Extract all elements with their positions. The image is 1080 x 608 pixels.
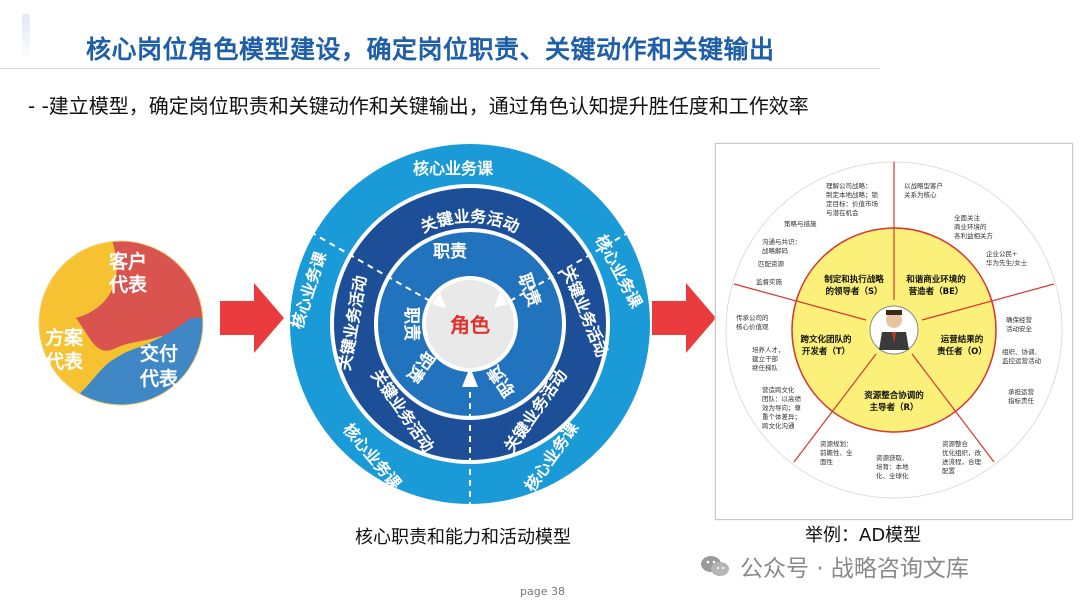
ad-builder-line2: 营造者（BE） (909, 286, 964, 297)
ad-model-caption: 举例：AD模型 (805, 525, 922, 546)
note-talent-3: 继任梯队 (752, 363, 779, 372)
note-values-1: 传承公司的 (736, 313, 769, 322)
note-citizen-2: 华为先生/女士 (986, 258, 1028, 267)
solution-label-2: 代表 (44, 350, 84, 373)
ad-leader-line2: 的领导者（S） (825, 286, 882, 297)
note-citizen-1: 企业公民+ (986, 249, 1017, 258)
note-indicators-2: 指标责任 (1008, 396, 1035, 405)
ad-model-panel: 制定和执行战略 的领导者（S） 和谐商业环境的 营造者（BE） 跨文化团队的 开… (715, 143, 1073, 520)
manager-avatar (869, 305, 919, 355)
flow-arrow-1 (220, 283, 284, 353)
note-safety-2: 活动安全 (1006, 324, 1033, 333)
ad-integrator-line1: 资源整合协调的 (864, 390, 924, 401)
note-customer-1: 以战略型客户 (904, 181, 943, 190)
title-divider (0, 68, 880, 69)
delivery-label-1: 交付 (140, 342, 178, 365)
note-strategy-3: 定目标：价值市场 (826, 199, 879, 208)
note-supervise: 监督实施 (756, 277, 783, 286)
note-acquisition-3: 化、全球化 (876, 471, 909, 480)
note-talent-1: 培养人才， (752, 345, 785, 354)
course-label-top: 核心业务课 (413, 159, 494, 178)
wechat-watermark: 公众号 · 战略咨询文库 (700, 549, 969, 583)
note-resources: 匹配资源 (758, 259, 785, 268)
duty-label-left: 职责 (401, 307, 421, 341)
note-planning-3: 面性 (820, 457, 834, 466)
note-strategy-2: 制定本地战略；锁 (826, 190, 879, 199)
role-model-circle: 角色 职责 职责 职责 职责 职责 关键业务活动 关键业务活动 关键业务活动 关… (288, 144, 650, 504)
ad-owner-line2: 责任者（O） (937, 346, 987, 357)
customer-label-2: 代表 (108, 273, 148, 296)
note-acquisition-2: 培育：本地 (876, 462, 909, 471)
note-values-2: 核心价值观 (736, 322, 769, 331)
note-integration-4: 配置 (942, 467, 956, 475)
note-planning-2: 前瞻性、全 (820, 448, 853, 457)
note-integration-2: 优化组织，改 (942, 448, 982, 457)
ad-developer-line1: 跨文化团队的 (800, 334, 852, 345)
note-indicators-1: 承担运营 (1008, 387, 1035, 396)
delivery-label-2: 代表 (139, 367, 179, 390)
flow-arrow-2 (652, 283, 716, 353)
ad-leader-line1: 制定和执行战略 (824, 274, 884, 285)
note-team-3: 效为导向；尊 (762, 403, 802, 412)
note-integration-1: 资源整合 (942, 439, 969, 448)
page-title: 核心岗位角色模型建设，确定岗位职责、关键动作和关键输出 (86, 35, 775, 64)
title-accent-bar (22, 14, 30, 60)
note-team-1: 营造跨文化 (762, 385, 795, 394)
note-operations-1: 组织、协调、 (1002, 347, 1041, 356)
role-model-caption: 核心职责和能力和活动模型 (355, 527, 571, 548)
note-strategy-1: 理解公司战略： (826, 181, 872, 190)
note-talent-2: 建立干部 (752, 354, 779, 363)
note-integration-3: 进流程，合理 (942, 457, 982, 466)
ad-integrator-line2: 主导者（R） (869, 402, 918, 413)
three-role-figure: 客户 代表 方案 代表 交付 代表 (38, 240, 204, 406)
page-subtitle: - -建立模型，确定岗位职责和关键动作和关键输出，通过角色认知提升胜任度和工作效… (28, 94, 809, 118)
center-role-label: 角色 (450, 313, 490, 337)
note-team-2: 团队：以高绩 (762, 394, 802, 403)
note-environment-1: 全面关注 (954, 213, 981, 222)
ad-owner-line1: 运营结果的 (941, 334, 984, 345)
note-strategy-4: 与潜在机会 (826, 208, 859, 217)
page-number: page 38 (520, 585, 565, 598)
duty-label-top: 职责 (433, 242, 467, 262)
note-acquisition-1: 资源获取、 (876, 453, 909, 462)
ad-developer-line2: 开发者（T） (802, 346, 850, 357)
note-customer-2: 关系为核心 (904, 190, 937, 199)
note-measures: 策略与措施 (784, 219, 817, 228)
note-consensus-2: 战略解码 (762, 246, 789, 255)
note-team-4: 重个体差异； (762, 412, 801, 421)
ad-builder-line1: 和谐商业环境的 (906, 274, 966, 285)
note-consensus-1: 沟通与共识： (762, 237, 801, 246)
note-team-5: 跨文化沟通 (762, 421, 795, 430)
watermark-text: 公众号 · 战略咨询文库 (740, 556, 969, 582)
note-planning-1: 资源规划： (820, 439, 853, 448)
note-operations-2: 监控运营活动 (1002, 356, 1042, 365)
note-environment-2: 商业环境的 (954, 222, 987, 231)
ad-model-diagram: 制定和执行战略 的领导者（S） 和谐商业环境的 营造者（BE） 跨文化团队的 开… (725, 161, 1063, 499)
note-environment-3: 各利益相关方 (954, 231, 994, 240)
customer-label-1: 客户 (109, 250, 147, 273)
note-safety-1: 确保经营 (1006, 315, 1033, 324)
wechat-icon (701, 556, 729, 576)
solution-label-1: 方案 (45, 326, 84, 349)
